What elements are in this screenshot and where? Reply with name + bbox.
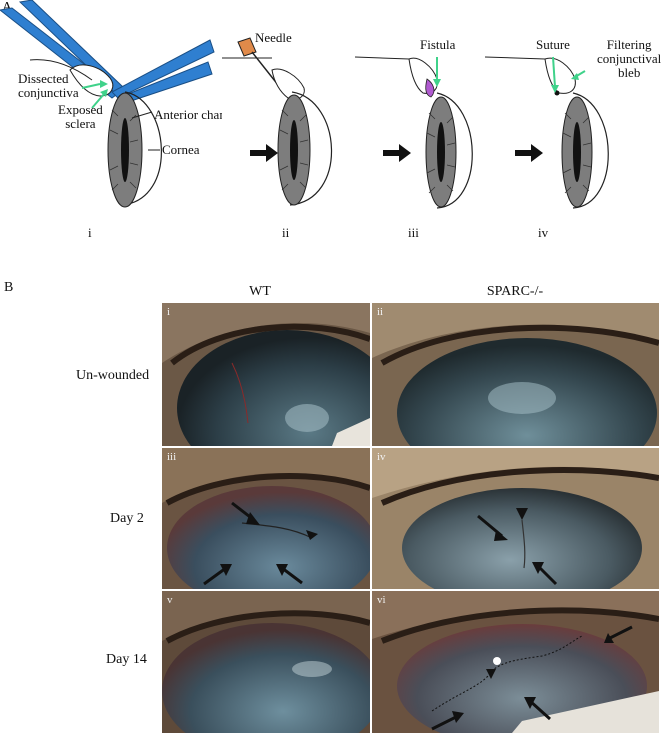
row-label-day2: Day 2 (110, 511, 144, 526)
photo-wt-day2: iii (162, 448, 370, 589)
step-arrow-2 (383, 144, 411, 162)
step-arrow-1 (250, 144, 278, 162)
photo-label-vi: vi (377, 594, 386, 606)
label-filtering-bleb: Filtering conjunctival bleb (597, 37, 661, 80)
step-i-illustration (0, 0, 218, 208)
step-iv-illustration (485, 45, 623, 210)
column-header-wt: WT (249, 284, 271, 299)
label-needle: Needle (255, 30, 292, 45)
photo-sparc-unwounded: ii (372, 303, 659, 446)
step-iii-illustration (355, 45, 488, 210)
photo-label-ii: ii (377, 306, 384, 318)
label-cornea: Cornea (162, 142, 200, 157)
photo-label-v: v (167, 594, 173, 606)
step-label-i: i (88, 225, 92, 240)
photo-label-i: i (167, 306, 171, 318)
row-label-day14: Day 14 (106, 652, 147, 667)
step-label-ii: ii (282, 225, 290, 240)
panel-a-letter: A (2, 0, 13, 15)
photo-wt-day14: v (162, 591, 370, 733)
label-suture: Suture (536, 37, 570, 52)
label-dissected-conjunctiva: Dissected conjunctiva (18, 71, 79, 100)
photo-label-iv: iv (377, 451, 386, 463)
photo-sparc-day14: vi (372, 591, 659, 733)
panel-b-letter: B (4, 280, 14, 295)
step-arrow-3 (515, 144, 543, 162)
photo-label-iii: iii (167, 451, 177, 463)
column-header-sparc: SPARC-/- (486, 284, 544, 299)
row-label-unwounded: Un-wounded (76, 368, 150, 383)
photo-sparc-day2: iv (372, 448, 659, 589)
label-exposed-sclera: Exposed sclera (58, 102, 103, 131)
step-ii-illustration (222, 37, 355, 207)
step-label-iii: iii (408, 225, 419, 240)
step-label-iv: iv (538, 225, 549, 240)
label-fistula: Fistula (420, 37, 456, 52)
photo-wt-unwounded: i (162, 303, 370, 446)
